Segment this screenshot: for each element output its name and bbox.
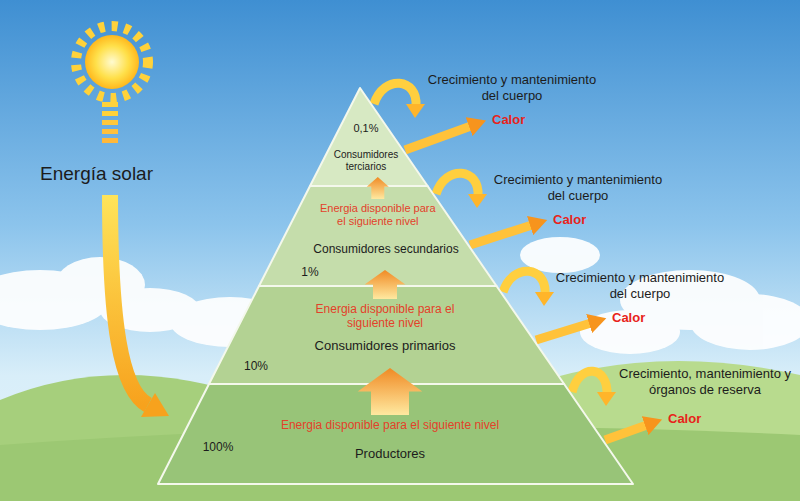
heat-label: Calor [668,411,701,427]
pyramid-level: Energia disponible para el siguiente niv… [259,186,497,286]
heat-label: Calor [492,112,525,128]
diagram-label: Energía solar [40,162,153,186]
process-note: Crecimiento y mantenimiento del cuerpo [488,172,668,205]
pyramid-level: Energia disponible para el siguiente niv… [209,286,564,384]
pyramid-level: Energia disponible para el siguiente niv… [158,384,633,484]
trophic-level-name: Productores [355,446,425,462]
band-shape [158,384,633,484]
process-note: Crecimiento y mantenimiento del cuerpo [550,270,730,303]
heat-label: Calor [553,212,586,228]
band-shape [209,286,564,384]
available-energy-note: Energia disponible para el siguiente niv… [305,302,465,331]
heat-label: Calor [612,310,645,326]
pyramid-band [259,186,497,286]
band-shape [259,186,497,286]
energy-percent: 10% [244,359,268,373]
trophic-level-name: Consumidores terciarios [324,149,408,173]
process-note: Crecimiento, mantenimiento y órganos de … [619,366,791,399]
pyramid-level: 0,1% Consumidores terciarios [310,88,428,186]
available-energy-note: Energia disponible para el siguiente niv… [319,202,437,228]
available-energy-note: Energia disponible para el siguiente niv… [281,418,499,432]
pyramid-band [158,384,633,484]
process-note: Crecimiento y mantenimiento del cuerpo [422,72,602,105]
energy-percent: 1% [301,265,318,279]
trophic-level-name: Consumidores primarios [315,338,456,354]
solar-energy-arrow [102,102,169,417]
sun [76,26,148,98]
trophic-level-name: Consumidores secundarios [313,242,458,256]
energy-percent: 0,1% [353,122,378,135]
energy-percent: 100% [203,440,234,454]
band-shape [310,88,428,186]
